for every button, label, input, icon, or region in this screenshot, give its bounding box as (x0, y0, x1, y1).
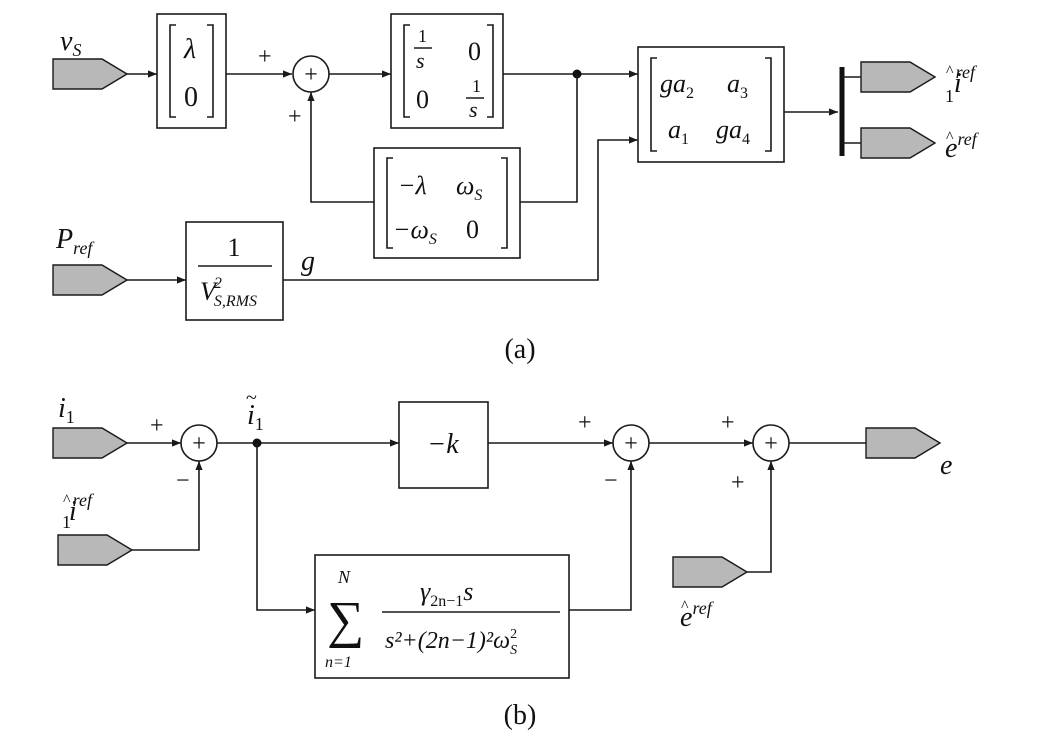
fb-r2c1: −ωS (393, 215, 437, 248)
g-label: g (301, 246, 315, 277)
eref-input-hat: ^ (681, 598, 689, 615)
wire-sum-block-to-sum2 (569, 461, 635, 611)
sum-junction-a-plus: + (304, 62, 318, 88)
caption-b: (b) (504, 700, 537, 731)
lambda-r2: 0 (184, 82, 198, 113)
wire-iref-to-sum1 (132, 461, 203, 551)
a-matrix-block (637, 46, 785, 163)
int-r2c2-num: 1 (472, 76, 481, 96)
i1-input-port (52, 427, 129, 459)
wire-feedback-to-sum (307, 92, 374, 203)
wire-node-to-sum-block (256, 443, 315, 614)
fb-r1c1: −λ (398, 171, 427, 200)
eref-input-port (672, 556, 749, 588)
diagram-a: vS λ 0 + + + 1 s 0 0 1 s −λ (52, 13, 980, 365)
sum-lower-limit: n=1 (325, 654, 352, 671)
fb-r2c2: 0 (466, 215, 479, 244)
i1ref-hat: ^ (63, 492, 71, 509)
eref-hat: ^ (946, 129, 954, 146)
wire-g-to-amatrix (283, 136, 638, 281)
sum-numerator: γ2n−1s (420, 577, 473, 610)
harmonic-sum-block (314, 554, 570, 679)
caption-a: (a) (504, 334, 535, 365)
sigma-symbol: ∑ (327, 592, 364, 649)
gain-block (185, 221, 284, 321)
tilde-i1-label: i1 (247, 400, 264, 434)
vs-input-port (52, 58, 129, 90)
sum3-plus-bottom: + (731, 470, 745, 496)
sum2-minus: − (604, 468, 618, 494)
gain-numerator: 1 (228, 233, 241, 262)
int-r1c2: 0 (468, 37, 481, 66)
lambda-vector-block (156, 13, 227, 129)
gain-k-label: −k (427, 429, 459, 460)
sum-junction-b3-plus: + (764, 431, 778, 457)
wire-eref-to-sum3 (747, 461, 775, 573)
lambda-bracket-left (169, 24, 176, 118)
tilde-mark: ~ (246, 387, 257, 409)
fb-r1c2: ωS (456, 171, 482, 204)
eref-output-port (860, 127, 937, 159)
int-r1c1-den: s (416, 48, 425, 73)
e-output-label: e (940, 450, 952, 481)
vs-label: vS (60, 26, 81, 60)
lambda-r1: λ (183, 34, 196, 65)
lambda-bracket-right (207, 24, 214, 118)
sum2-plus: + (578, 410, 592, 436)
iref-output-port (860, 61, 937, 93)
am-r2c2: ga4 (716, 115, 750, 148)
int-r1c1-num: 1 (418, 26, 427, 46)
sum-a-plus-left: + (288, 104, 302, 130)
sum3-plus-top: + (721, 410, 735, 436)
am-r1c1: ga2 (660, 69, 694, 102)
sum-junction-b1-plus: + (192, 431, 206, 457)
integrator-bracket-left (403, 24, 410, 118)
integrator-bracket-right (487, 24, 494, 118)
int-r2c1: 0 (416, 85, 429, 114)
gain-k-block (398, 401, 489, 489)
int-r2c2-den: s (469, 97, 478, 122)
amatrix-bracket-left (650, 57, 657, 152)
sum1-plus: + (150, 413, 164, 439)
eref-input-label: eref (680, 598, 715, 633)
i1-label: i1 (58, 393, 75, 427)
sum-a-plus-top: + (258, 44, 272, 70)
feedback-bracket-left (386, 157, 393, 249)
feedback-matrix-block (373, 147, 521, 259)
amatrix-bracket-right (765, 57, 772, 152)
feedback-bracket-right (501, 157, 508, 249)
integrator-matrix-block (390, 13, 504, 129)
i1ref-input-port (57, 534, 134, 566)
sum-junction-b2-plus: + (624, 431, 638, 457)
pref-label: Pref (55, 224, 95, 258)
am-r2c1: a1 (668, 115, 689, 148)
e-output-port (865, 427, 942, 459)
sum-upper-limit: N (337, 567, 351, 587)
iref-hat: ^ (946, 63, 954, 80)
pref-input-port (52, 264, 129, 296)
eref-output-label: eref (945, 129, 980, 164)
sum1-minus: − (176, 468, 190, 494)
wire-node-to-feedback (520, 74, 578, 203)
am-r1c2: a3 (727, 69, 748, 102)
